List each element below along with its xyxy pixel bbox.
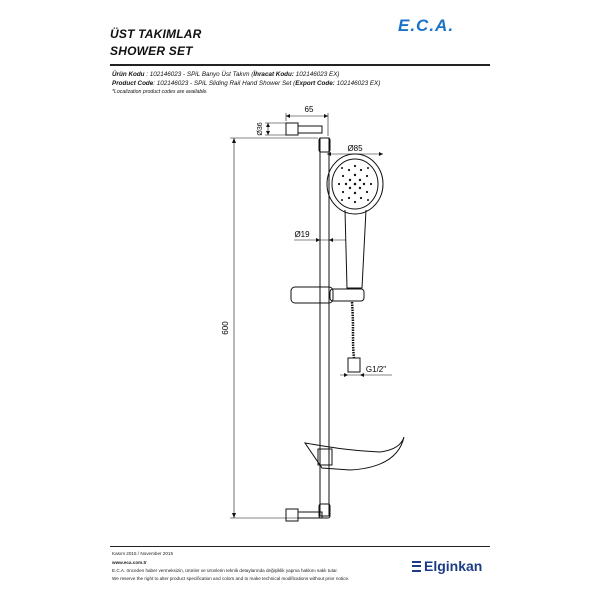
footer-date: Kasım 2015 / November 2015 — [112, 551, 174, 556]
export-code-tr-label: İhracat Kodu: — [253, 71, 294, 78]
slider-cradle — [329, 288, 365, 302]
export-code-tr-value: 102146023 EX) — [293, 71, 340, 78]
product-code-en-sep: : — [153, 80, 157, 87]
localization-note: *Localization product codes are availabl… — [112, 89, 208, 95]
elginkan-logo: Elginkan — [412, 558, 482, 574]
hose-nut — [347, 357, 361, 373]
top-bracket-arm — [297, 125, 323, 134]
dim-label-19: Ø19 — [294, 230, 310, 239]
product-code-en: Product Code: 102146023 - SPiL Sliding R… — [112, 80, 380, 87]
footer-note-en: We reserve the right to alter product sp… — [112, 576, 350, 581]
bottom-bracket-arm — [297, 511, 323, 519]
header-rule — [110, 64, 490, 66]
export-code-en-label: Export Code: — [295, 80, 335, 87]
export-code-en-value: 102146023 EX) — [334, 80, 381, 87]
shower-handle — [344, 209, 367, 289]
footer-note-tr: E.C.A. önceden haber vermeksizin, ürünle… — [112, 568, 338, 573]
elginkan-brand-name: Elginkan — [424, 558, 483, 574]
eca-logo: E.C.A. — [398, 16, 455, 35]
dim-label-85: Ø85 — [347, 144, 363, 153]
elginkan-mark-icon — [412, 560, 421, 572]
top-wall-bracket — [285, 122, 299, 136]
soap-dish — [303, 436, 405, 471]
product-code-tr-sep: : — [144, 71, 150, 78]
dim-label-g12: G1/2" — [366, 365, 386, 374]
bottom-wall-bracket — [285, 508, 299, 522]
product-code-en-label: Product Code — [112, 80, 154, 87]
shower-head-face — [331, 158, 379, 210]
rail-bottom-cap — [318, 503, 331, 519]
rail-top-cap — [318, 137, 331, 153]
title-turkish: ÜST TAKIMLAR — [110, 27, 202, 41]
footer-website: www.eca.com.tr — [112, 560, 147, 565]
product-code-en-value: 102146023 - SPiL Sliding Rail Hand Showe… — [156, 80, 296, 87]
dim-label-36: Ø36 — [257, 122, 264, 135]
product-code-tr-label: Ürün Kodu — [112, 71, 145, 78]
shower-hose — [350, 301, 356, 359]
dim-label-65: 65 — [305, 105, 314, 114]
product-code-tr: Ürün Kodu : 102146023 - SPiL Banyo Üst T… — [112, 71, 340, 78]
title-english: SHOWER SET — [110, 44, 193, 58]
dim-label-600: 600 — [221, 321, 230, 335]
footer-rule — [110, 546, 490, 547]
shower-nozzles — [337, 164, 373, 204]
sliding-rail — [319, 137, 330, 517]
slider-holder — [290, 286, 334, 304]
product-code-tr-value: 102146023 - SPiL Banyo Üst Takım ( — [149, 71, 254, 78]
soap-dish-clamp — [317, 448, 333, 466]
